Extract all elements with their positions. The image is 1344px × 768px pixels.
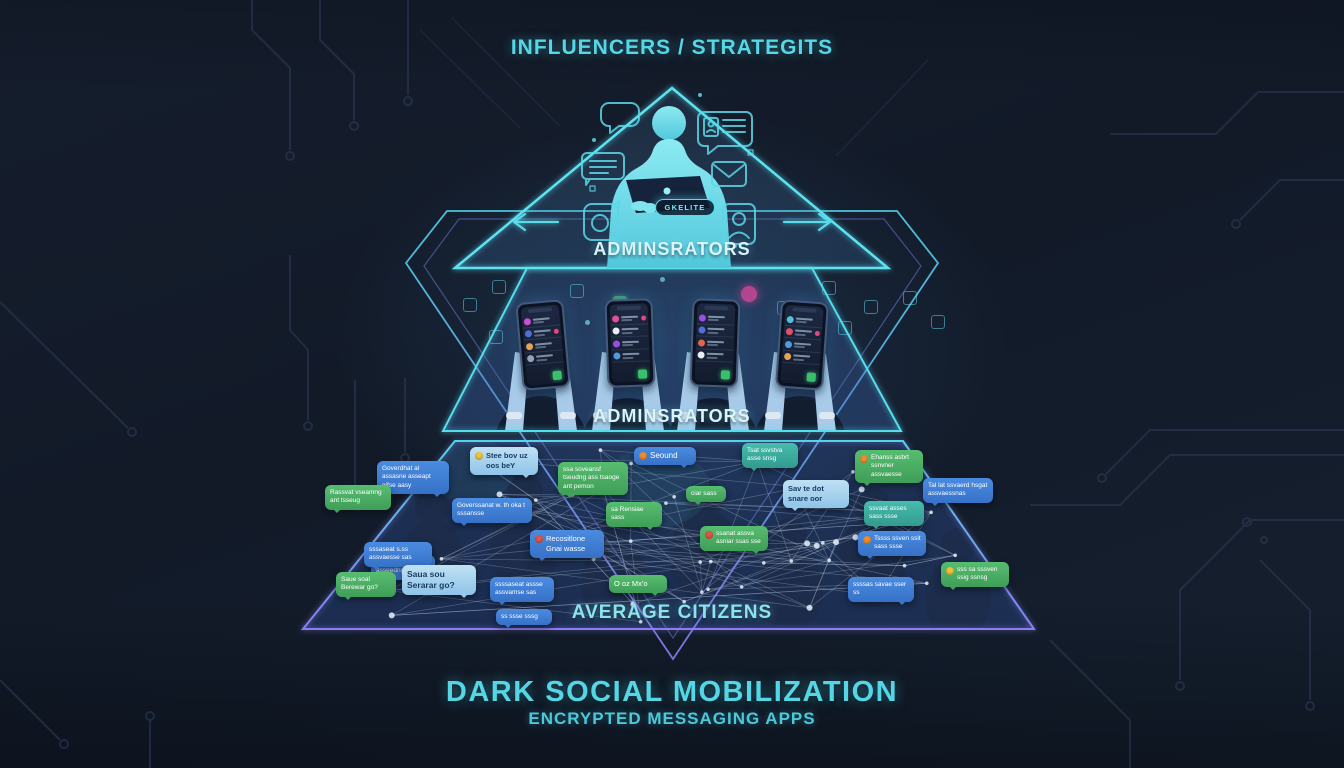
chat-bubble: Rassvat vseamng ant tsseug (325, 485, 391, 513)
app-square-icon (822, 281, 836, 295)
chat-bubble: Recositlone Gnai wasse (530, 530, 604, 560)
chat-bubble: sss sa sssven ssig ssnsg (941, 562, 1009, 590)
bottom-tier-outline (300, 440, 1036, 630)
chat-bubble: ciar sass (686, 486, 726, 506)
app-square-icon (463, 298, 477, 312)
reaction-icon (535, 535, 543, 543)
speech-bubble-icon (600, 102, 640, 134)
chat-bubble: Sav te dot snare oor (783, 480, 849, 510)
envelope-icon (711, 161, 747, 187)
chat-bubble: Tssss ssven ssit sass ssse (858, 531, 926, 559)
chat-bubble: sssaseat s.ss assvaesse sas (364, 542, 432, 570)
reaction-icon (639, 452, 647, 460)
arrow-left-icon (512, 212, 560, 232)
reaction-icon (946, 567, 954, 575)
arrow-right-icon (782, 212, 832, 232)
chat-lines-icon (581, 152, 625, 186)
user-card-icon (722, 203, 756, 245)
chat-bubble: sa Rensiae sass (606, 502, 662, 530)
app-square-icon (660, 277, 665, 282)
chat-bubble: ssvaat asses sass ssse (864, 501, 924, 529)
chat-bubble: ss ssse sssg (496, 609, 552, 629)
chat-bubble: Seound (634, 447, 696, 469)
chat-bubble: Saua sou Serarar go? (402, 565, 476, 599)
app-square-icon (838, 321, 852, 335)
id-card-chat-icon (697, 111, 753, 155)
chat-bubble: ssssas savae sser ss (848, 577, 914, 605)
app-square-icon (570, 284, 584, 298)
app-dot-icon (741, 286, 757, 302)
app-square-icon (864, 300, 878, 314)
chat-bubble: Ehanss asbrt ssnvner assvaesse (855, 450, 923, 487)
chat-bubble: Tal lat ssvaerd hsgat assvaessnas (923, 478, 993, 506)
reaction-icon (475, 452, 483, 460)
app-square-icon (931, 315, 945, 329)
reaction-icon (863, 536, 871, 544)
chat-bubble: Stee bov uz oos beY (470, 447, 538, 477)
create-button-illustration: GKELITE (655, 199, 715, 216)
chat-bubble: Goverssanat w. th oka t sssansse (452, 498, 532, 526)
reaction-icon (705, 531, 713, 539)
reaction-icon (860, 455, 868, 463)
chat-bubble: Saue soal Berewar go? (336, 572, 396, 600)
photo-camera-icon (583, 200, 621, 241)
app-square-icon (492, 280, 506, 294)
chat-bubble: O oz Mx'o (609, 575, 667, 596)
hero-icons (581, 93, 756, 248)
app-square-icon (489, 330, 503, 344)
app-square-icon (585, 320, 590, 325)
chat-bubble: Tsat ssvstva asse snsg (742, 443, 798, 471)
chat-bubble: ssanat assva asniar ssas sse (700, 526, 768, 554)
chat-bubble: ssssaseat assse assvamse sas (490, 577, 554, 605)
app-square-icon (903, 291, 917, 305)
chat-bubble: ssa soveansf tseudng ass tsaoge ant pemo… (558, 462, 628, 499)
